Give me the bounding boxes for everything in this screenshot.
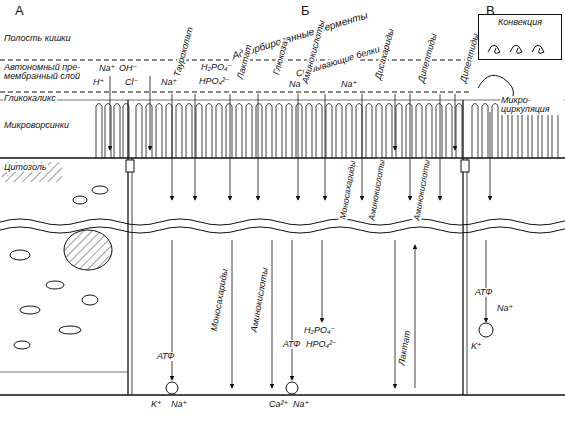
microvillus: [236, 104, 242, 159]
microvillus: [316, 104, 322, 159]
diagram-label: Na⁺: [170, 400, 188, 409]
flux-arrow: [410, 94, 411, 200]
column-letter: Б: [300, 4, 311, 18]
diagram-label: Ca²⁺: [268, 400, 289, 409]
microvillus: [306, 104, 312, 159]
diagram-label: Na⁺: [292, 400, 310, 409]
microvillus: [396, 104, 402, 159]
flux-arrow: [395, 240, 396, 388]
diagram-label: HPO₄²⁻: [198, 77, 231, 86]
flux-arrow: [172, 94, 173, 200]
diagram-label: Полость кишки: [3, 34, 72, 43]
column-letter: В: [485, 4, 496, 18]
diagram-label: Лактат: [397, 329, 413, 368]
column-letter: А: [14, 4, 25, 18]
diagram-label: Таурохолат: [173, 25, 196, 79]
microvillus: [286, 104, 292, 159]
microvillus: [96, 104, 102, 159]
microvillus: [226, 104, 232, 159]
microvillus: [472, 104, 478, 159]
diagram-label: Дипептиды: [417, 31, 440, 84]
microvillus: [166, 104, 172, 159]
microvillus: [346, 104, 352, 159]
microvillus: [256, 104, 262, 159]
microvillus: [156, 104, 162, 159]
microvillus: [206, 104, 212, 159]
microvillus: [356, 104, 362, 159]
diagram-label: АТФ: [474, 288, 493, 297]
microvillus: [446, 104, 452, 159]
microvillus: [176, 104, 182, 159]
diagram-label: Na⁺: [98, 64, 116, 73]
diagram-label: АТФ: [156, 352, 175, 361]
microvillus: [406, 104, 412, 159]
diagram-label: H₂PO₄⁻: [200, 63, 233, 72]
microvillus: [216, 104, 222, 159]
diagram-label: Гликокаликс: [3, 94, 57, 103]
diagram-label: Cl⁻: [124, 78, 139, 87]
flux-arrow: [455, 94, 456, 150]
flux-arrow: [110, 76, 111, 150]
microvillus: [146, 104, 152, 159]
flux-arrow: [298, 94, 299, 200]
microvillus: [276, 104, 282, 159]
convection-box: Конвекция: [478, 14, 562, 60]
diagram-label: Аминокислоты: [250, 266, 271, 334]
diagram-label: Аминокислоты: [367, 158, 387, 222]
flux-arrow: [195, 94, 196, 200]
diagram-label: Микроворсинки: [3, 121, 70, 130]
microvillus: [436, 104, 442, 159]
microvillus: [296, 104, 302, 159]
microvillus: [123, 104, 129, 159]
microvillus: [376, 104, 382, 159]
microvillus: [246, 104, 252, 159]
diagram-label: Na⁺: [160, 78, 178, 87]
flux-arrow: [230, 94, 231, 200]
flux-arrow: [258, 94, 259, 200]
microvillus: [386, 104, 392, 159]
diagram-label: H₂PO₄⁻: [303, 326, 336, 335]
diagram-label: H⁺: [92, 78, 105, 87]
microvillus: [136, 104, 142, 159]
diagram-label: Автономный пре- мембранный слой: [3, 63, 91, 82]
microvillus: [196, 104, 202, 159]
flux-arrow: [292, 240, 293, 380]
diagram-label: OH⁻: [118, 64, 138, 73]
diagram-label: HPO₄²⁻: [305, 340, 338, 349]
microvillus: [336, 104, 342, 159]
flux-arrow: [325, 94, 326, 200]
diagram-label: Моносахариды: [338, 159, 357, 221]
microvillus: [366, 104, 372, 159]
flux-arrow: [232, 240, 233, 388]
diagram-label: K⁺: [470, 342, 483, 351]
flux-arrow: [440, 94, 441, 200]
flux-arrow: [490, 112, 491, 200]
diagram-label: Na⁺: [496, 304, 514, 313]
flux-arrow: [415, 245, 416, 388]
flux-arrow: [272, 240, 273, 388]
microvillus: [114, 104, 120, 159]
microvillus: [266, 104, 272, 159]
microvillus: [456, 104, 462, 159]
flux-arrow: [395, 94, 396, 150]
microvillus: [482, 104, 488, 159]
diagram-label: Моносахариды: [210, 267, 231, 333]
microvillus: [416, 104, 422, 159]
flux-arrow: [362, 94, 363, 200]
microvillus: [326, 104, 332, 159]
diagram-label: Na⁺: [340, 80, 358, 89]
diagram-label: Цитозоль: [3, 163, 48, 172]
microvillus: [492, 104, 498, 159]
diagram-label: АТФ: [282, 340, 301, 349]
microvillus: [186, 104, 192, 159]
diagram-label: Микро- циркуляция: [500, 96, 564, 115]
box-label: Конвекция: [479, 15, 561, 27]
diagram-label: Аминокислоты: [412, 158, 432, 222]
diagram-label: K⁺: [150, 400, 163, 409]
flux-arrow: [150, 76, 151, 150]
flux-arrow: [322, 240, 323, 322]
flux-arrow: [486, 240, 487, 322]
microvillus: [426, 104, 432, 159]
